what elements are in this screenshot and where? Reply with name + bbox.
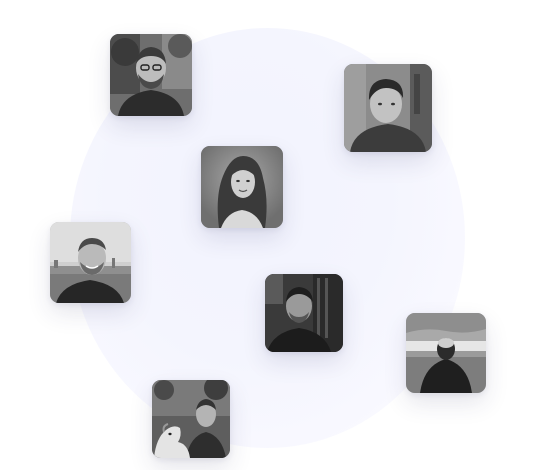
person-photo-icon — [201, 146, 283, 228]
team-member-avatar-7[interactable] — [152, 380, 230, 458]
team-member-avatar-5[interactable] — [265, 274, 343, 352]
team-member-avatar-1[interactable] — [110, 34, 192, 116]
person-photo-icon — [152, 380, 230, 458]
person-photo-icon — [50, 222, 131, 303]
team-member-avatar-2[interactable] — [344, 64, 432, 152]
person-photo-icon — [344, 64, 432, 152]
person-photo-icon — [265, 274, 343, 352]
person-photo-icon — [110, 34, 192, 116]
person-photo-icon — [406, 313, 486, 393]
team-member-avatar-4[interactable] — [50, 222, 131, 303]
team-member-avatar-6[interactable] — [406, 313, 486, 393]
team-member-avatar-3[interactable] — [201, 146, 283, 228]
